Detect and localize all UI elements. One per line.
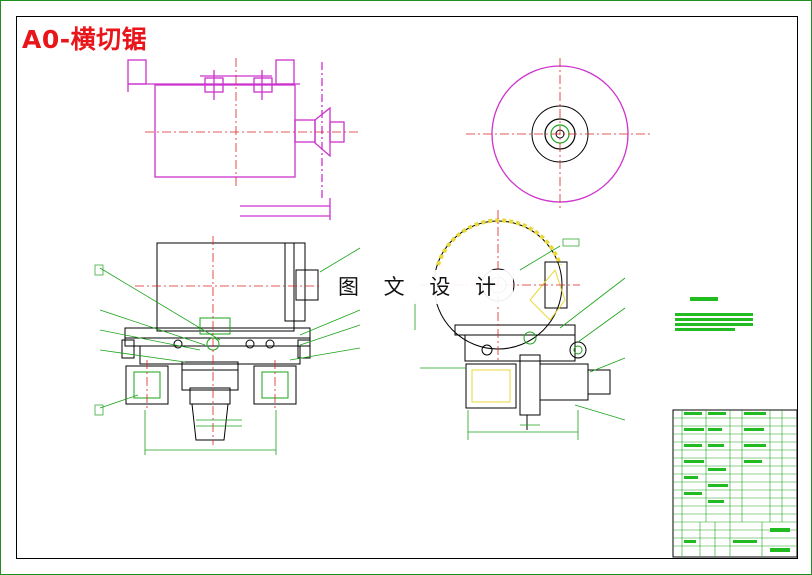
title-block-grid bbox=[673, 410, 797, 557]
side-label-box bbox=[562, 238, 580, 247]
front-view-centerlines bbox=[135, 236, 320, 445]
front-view bbox=[121, 242, 319, 441]
side-view-leaders bbox=[414, 245, 626, 440]
side-view bbox=[433, 218, 611, 430]
title-block bbox=[672, 409, 798, 558]
watermark: 图 文 设 计 bbox=[330, 270, 514, 304]
plan-centerlines bbox=[145, 58, 360, 188]
drawing-title: A0-横切锯 bbox=[22, 25, 148, 54]
technical-notes bbox=[675, 297, 753, 331]
title-block-fills bbox=[684, 412, 790, 552]
front-view-leaders bbox=[99, 247, 361, 455]
saw-blade-top-view bbox=[466, 58, 650, 210]
magenta-plan-view bbox=[127, 59, 345, 220]
front-view-labels bbox=[94, 264, 104, 416]
drawing-frame bbox=[16, 16, 798, 559]
